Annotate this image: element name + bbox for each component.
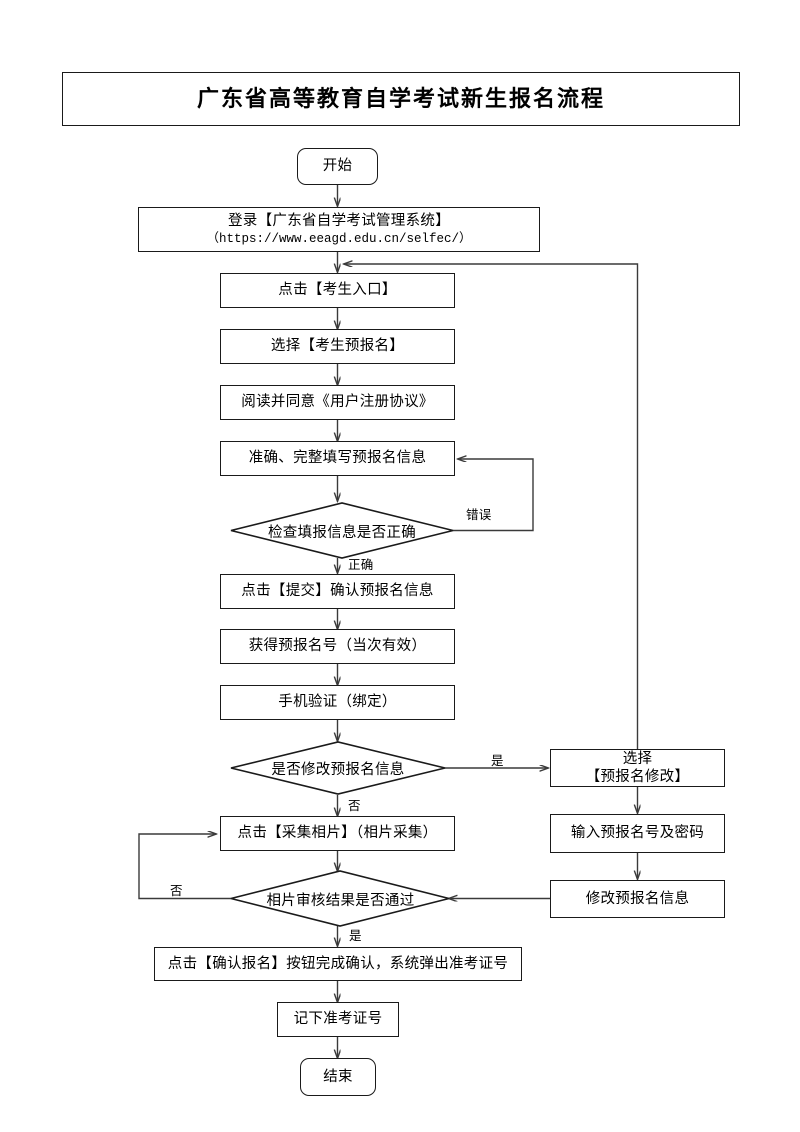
node-submit-confirm-label: 点击【提交】确认预报名信息 — [241, 583, 434, 600]
node-select-prereg-label: 选择【考生预报名】 — [270, 338, 405, 355]
edge-label-modify-no: 否 — [348, 795, 361, 814]
node-read-agreement[interactable]: 阅读并同意《用户注册协议》 — [220, 385, 455, 420]
edge-label-photo-no-text: 否 — [170, 884, 183, 898]
node-submit-confirm[interactable]: 点击【提交】确认预报名信息 — [220, 574, 455, 609]
node-record-ticket-number-label: 记下准考证号 — [293, 1011, 383, 1028]
node-read-agreement-label: 阅读并同意《用户注册协议》 — [241, 394, 434, 411]
edge-label-check-wrong: 错误 — [466, 504, 492, 523]
edge-label-modify-yes-text: 是 — [491, 754, 504, 768]
node-select-prereg[interactable]: 选择【考生预报名】 — [220, 329, 455, 364]
page-title-text: 广东省高等教育自学考试新生报名流程 — [196, 86, 605, 112]
node-fill-info[interactable]: 准确、完整填写预报名信息 — [220, 441, 455, 476]
node-start[interactable]: 开始 — [297, 148, 378, 185]
node-record-ticket-number[interactable]: 记下准考证号 — [277, 1002, 399, 1037]
node-photo-capture[interactable]: 点击【采集相片】（相片采集） — [220, 816, 455, 851]
decision-check-info — [230, 502, 454, 559]
edge-label-photo-no: 否 — [170, 880, 183, 899]
node-confirm-registration[interactable]: 点击【确认报名】按钮完成确认，系统弹出准考证号 — [154, 947, 522, 981]
node-get-prereg-number[interactable]: 获得预报名号（当次有效） — [220, 629, 455, 664]
decision-modify-info-text: 是否修改预报名信息 — [271, 761, 405, 778]
edge-label-check-right: 正确 — [348, 554, 374, 573]
node-phone-verify-label: 手机验证（绑定） — [278, 694, 397, 711]
edge-label-check-right-text: 正确 — [348, 558, 374, 572]
node-candidate-entry[interactable]: 点击【考生入口】 — [220, 273, 455, 308]
decision-check-info-text: 检查填报信息是否正确 — [268, 524, 416, 541]
node-input-prereg-credentials[interactable]: 输入预报名号及密码 — [550, 814, 725, 853]
node-input-prereg-credentials-label: 输入预报名号及密码 — [570, 825, 705, 842]
edge-label-modify-yes: 是 — [491, 750, 504, 769]
node-candidate-entry-label: 点击【考生入口】 — [278, 282, 397, 299]
edge-label-photo-yes: 是 — [349, 925, 362, 944]
decision-photo-review-label: 相片审核结果是否通过 — [243, 886, 438, 912]
page-title: 广东省高等教育自学考试新生报名流程 — [62, 72, 740, 126]
node-end-label: 结束 — [323, 1068, 353, 1085]
edge-label-check-wrong-text: 错误 — [466, 508, 492, 522]
node-confirm-registration-label: 点击【确认报名】按钮完成确认，系统弹出准考证号 — [167, 955, 509, 972]
node-modify-prereg-info-label: 修改预报名信息 — [585, 890, 690, 907]
node-select-modify[interactable]: 选择 【预报名修改】 — [550, 749, 725, 787]
node-start-label: 开始 — [322, 158, 353, 175]
decision-modify-info-label: 是否修改预报名信息 — [243, 755, 433, 781]
node-login[interactable]: 登录【广东省自学考试管理系统】 （https://www.eeagd.edu.c… — [138, 207, 540, 252]
node-login-label: 登录【广东省自学考试管理系统】 — [228, 212, 450, 229]
node-get-prereg-number-label: 获得预报名号（当次有效） — [248, 638, 427, 655]
node-phone-verify[interactable]: 手机验证（绑定） — [220, 685, 455, 720]
decision-photo-review-text: 相片审核结果是否通过 — [266, 892, 415, 909]
decision-photo-review — [230, 870, 450, 927]
node-select-modify-label: 选择 — [622, 750, 653, 767]
node-login-url: （https://www.eeagd.edu.cn/selfec/） — [206, 231, 472, 246]
decision-check-info-label: 检查填报信息是否正确 — [242, 518, 442, 544]
node-photo-capture-label: 点击【采集相片】（相片采集） — [237, 825, 438, 842]
node-modify-prereg-info[interactable]: 修改预报名信息 — [550, 880, 725, 918]
node-fill-info-label: 准确、完整填写预报名信息 — [248, 450, 427, 467]
node-end[interactable]: 结束 — [300, 1058, 376, 1096]
node-select-modify-sublabel: 【预报名修改】 — [585, 769, 690, 785]
edge-label-photo-yes-text: 是 — [349, 929, 362, 943]
decision-modify-info — [230, 741, 446, 795]
edge-label-modify-no-text: 否 — [348, 799, 361, 813]
